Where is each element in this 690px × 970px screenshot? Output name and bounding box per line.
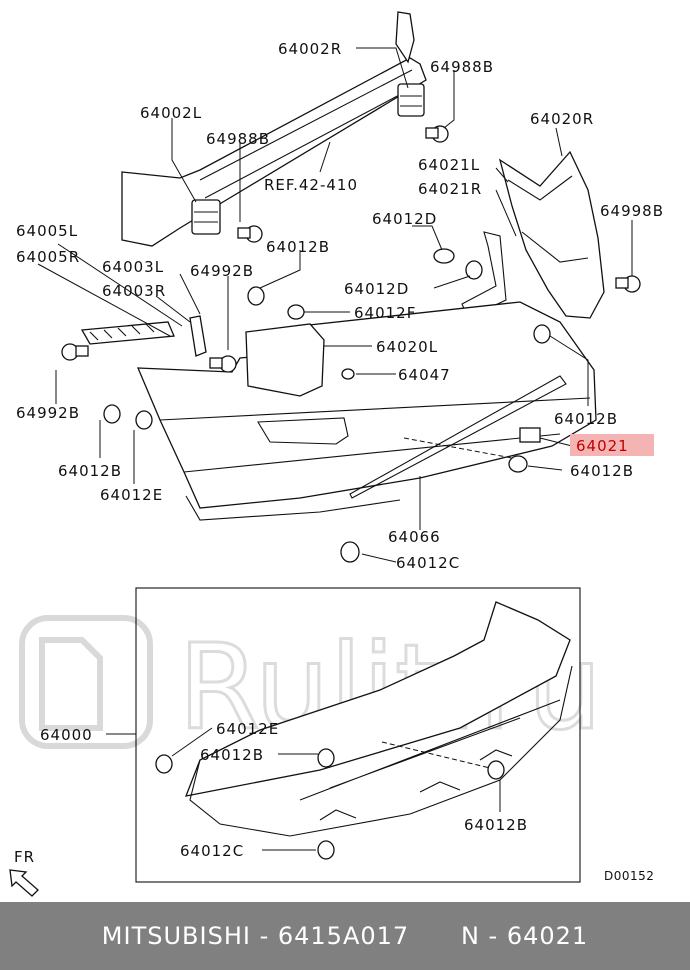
- label-64012B-right: 64012B: [554, 410, 618, 428]
- label-64012D-b: 64012D: [344, 280, 409, 298]
- label-64012E: 64012E: [100, 486, 163, 504]
- inset-clip-64012C: [317, 840, 335, 860]
- label-inset-64012E: 64012E: [216, 720, 279, 738]
- footer-sep-2: [409, 922, 461, 950]
- label-64998B: 64998B: [600, 202, 664, 220]
- clip-64012B-top: [247, 286, 265, 306]
- clip-64012D-b: [465, 260, 483, 280]
- rear-bumper-upper: [137, 301, 597, 521]
- label-64002L: 64002L: [140, 104, 202, 122]
- bolt-64998B: [615, 275, 641, 293]
- bolt-64992B-left: [61, 343, 89, 361]
- label-64066: 64066: [388, 528, 441, 546]
- label-64988B-top: 64988B: [430, 58, 494, 76]
- grommet-64047: [341, 368, 355, 380]
- inset-clip-64012B-b: [487, 760, 505, 780]
- label-64988B-mid: 64988B: [206, 130, 270, 148]
- footer-sep-1: -: [250, 922, 278, 950]
- front-direction-indicator: FR: [9, 848, 39, 897]
- bolt-64992B-top: [209, 355, 237, 373]
- clip-64012B-left: [103, 404, 121, 424]
- leader-lines: [37, 47, 633, 563]
- inset-clip-64012B-a: [317, 748, 335, 768]
- bolt-64988B-top: [425, 125, 449, 143]
- label-ref-42-410: REF.42-410: [264, 176, 358, 194]
- clip-64012F: [287, 304, 305, 320]
- inset-box: [106, 587, 581, 883]
- label-64012B-top: 64012B: [266, 238, 330, 256]
- label-fr: FR: [14, 848, 35, 866]
- fasteners: [61, 125, 641, 563]
- side-brackets: [80, 315, 207, 357]
- label-64012F: 64012F: [354, 304, 416, 322]
- footer-bar: MITSUBISHI - 6415A017 N - 64021: [0, 902, 690, 970]
- clip-64012D-a: [433, 248, 455, 264]
- label-64000: 64000: [40, 726, 93, 744]
- label-inset-64012B-b: 64012B: [464, 816, 528, 834]
- label-64021-highlighted: 64021: [576, 437, 629, 455]
- label-64005L: 64005L: [16, 222, 78, 240]
- rear-frame-member: [121, 11, 427, 247]
- footer-brand: MITSUBISHI: [101, 922, 251, 950]
- clip-64012B-right: [533, 324, 551, 344]
- label-inset-64012B-a: 64012B: [200, 746, 264, 764]
- label-inset-64012C: 64012C: [180, 842, 244, 860]
- highlight-64021: [570, 434, 654, 456]
- clip-64012B-bot: [508, 455, 528, 473]
- bolt-64988B-mid: [237, 225, 263, 243]
- label-64012B-left: 64012B: [58, 462, 122, 480]
- label-64012B-bot: 64012B: [570, 462, 634, 480]
- label-64992B-top: 64992B: [190, 262, 254, 280]
- label-64002R: 64002R: [278, 40, 342, 58]
- label-64021L: 64021L: [418, 156, 480, 174]
- inset-clip-64012E: [155, 754, 173, 774]
- footer-part-number: 6415A017: [277, 922, 410, 950]
- label-64021R: 64021R: [418, 180, 482, 198]
- label-64992B-left: 64992B: [16, 404, 80, 422]
- label-64005R: 64005R: [16, 248, 80, 266]
- front-arrow-icon: [9, 869, 39, 897]
- clip-64012E: [135, 410, 153, 430]
- footer-ref-number: N - 64021: [460, 922, 589, 950]
- diagram-code: D00152: [604, 869, 654, 883]
- label-64012D-a: 64012D: [372, 210, 437, 228]
- label-64003R: 64003R: [102, 282, 166, 300]
- rear-extension-right: [461, 150, 605, 319]
- parts-diagram: Rulit.ru: [9, 11, 664, 897]
- label-64012C: 64012C: [396, 554, 460, 572]
- label-64020R: 64020R: [530, 110, 594, 128]
- clip-64012C: [340, 541, 360, 563]
- labels-inset: 64000 64012E 64012B 64012B 64012C: [40, 720, 528, 860]
- label-64020L: 64020L: [376, 338, 438, 356]
- label-64047: 64047: [398, 366, 451, 384]
- label-64003L: 64003L: [102, 258, 164, 276]
- labels-upper: 64002R 64988B 64002L 64988B REF.42-410 6…: [16, 40, 664, 572]
